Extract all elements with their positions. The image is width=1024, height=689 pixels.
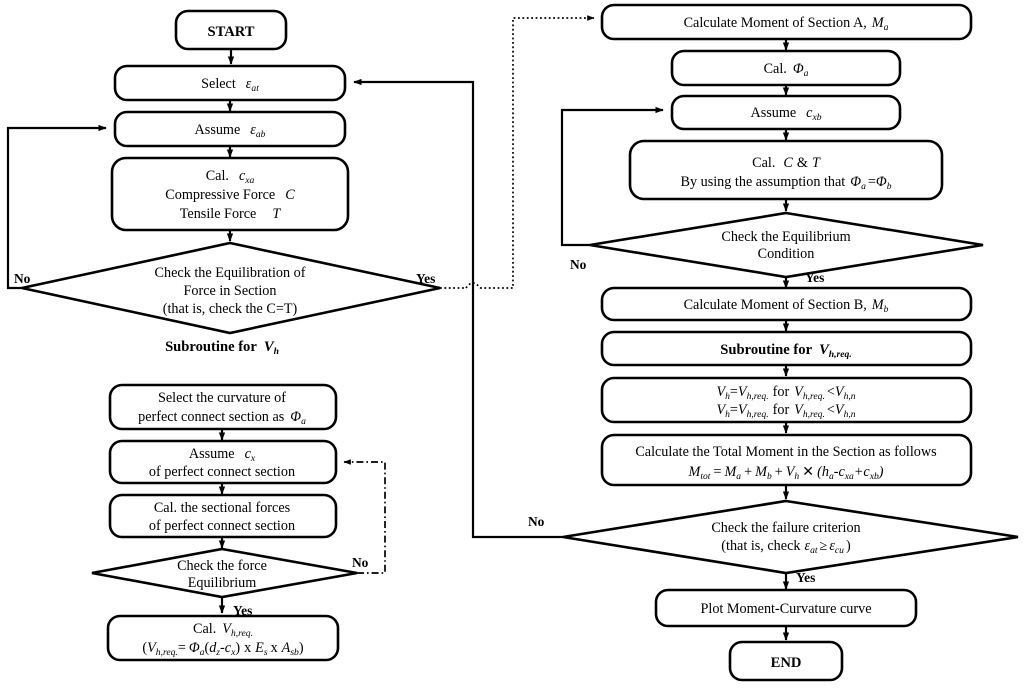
edge-no-loop-to-assumecxb xyxy=(560,106,664,247)
node-check-equilibration-line3: (that is, check the C=T) xyxy=(163,301,298,317)
node-check-equilibration-line1: Check the Equilibration of xyxy=(155,265,306,281)
node-check-failure-criterion[interactable] xyxy=(562,499,1019,575)
node-check-equilibration-line2: Force in Section xyxy=(184,283,277,299)
node-check-force-line1: Check the force xyxy=(177,558,267,574)
label-yes-left-equilibration: Yes xyxy=(416,271,435,286)
node-check-equilibrium-line2: Condition xyxy=(758,246,815,262)
node-end-label: END xyxy=(771,655,802,671)
label-no-check-failure: No xyxy=(528,514,545,529)
label-yes-check-force: Yes xyxy=(233,603,252,618)
node-cal-vhreq-line1: Cal.Vh,req. xyxy=(193,621,253,639)
edge-yes-hop-bridge xyxy=(465,282,481,289)
label-no-check-force: No xyxy=(352,555,369,570)
node-check-equilibrium-condition[interactable] xyxy=(589,211,984,279)
edge-no-loop-to-assumecx xyxy=(343,459,386,574)
label-no-left-equilibration: No xyxy=(14,271,31,286)
node-cal-c-and-t-line1: Cal.C&T xyxy=(752,155,821,171)
node-total-moment-line1: Calculate the Total Moment in the Sectio… xyxy=(635,444,937,460)
node-assume-cx-line2: of perfect connect section xyxy=(149,464,295,480)
node-check-equilibrium-line1: Check the Equilibrium xyxy=(721,229,850,245)
node-end[interactable] xyxy=(728,640,844,682)
node-cal-sectional-forces-line1: Cal. the sectional forces xyxy=(154,500,291,516)
edge-yes-to-moment-a-tail xyxy=(480,15,595,289)
node-check-force-line2: Equilibrium xyxy=(188,575,257,591)
node-check-failure-line1: Check the failure criterion xyxy=(711,520,860,536)
node-cal-sectional-forces-line2: of perfect connect section xyxy=(149,518,295,534)
node-check-equilibration[interactable] xyxy=(21,241,441,335)
node-cal-cxa-line1: Cal.cxa xyxy=(206,168,255,186)
node-calc-moment-b-label: Calculate Moment of Section B,Mb xyxy=(684,297,889,315)
label-no-check-equilibrium: No xyxy=(570,257,587,272)
node-cal-phi-a-label: Cal.Φa xyxy=(764,61,809,79)
node-total-moment-line2: Mtot=Ma+Mb+Vh✕(ha-cxa+cxb) xyxy=(687,464,883,482)
node-calc-moment-a-label: Calculate Moment of Section A,Ma xyxy=(684,15,889,33)
node-start-label: START xyxy=(207,24,254,40)
node-cal-vhreq[interactable] xyxy=(106,614,340,662)
edge-no-failure-to-select-eat xyxy=(353,78,563,539)
node-plot-curve-label: Plot Moment-Curvature curve xyxy=(701,601,872,617)
label-yes-check-failure: Yes xyxy=(796,570,815,585)
label-yes-check-equilibrium: Yes xyxy=(805,270,824,285)
edge-no-loop-to-assume xyxy=(6,124,107,290)
node-select-curvature-line1: Select the curvature of xyxy=(158,390,286,406)
